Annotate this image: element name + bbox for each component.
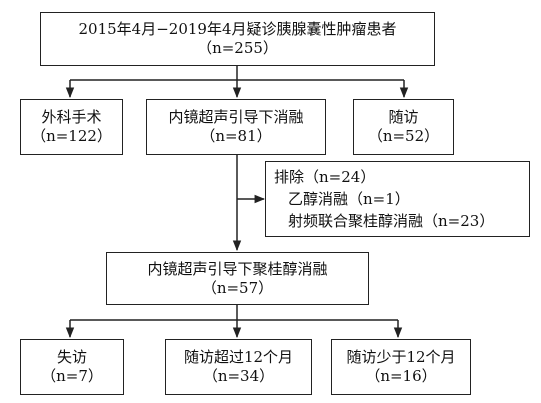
box-lost-followup: 失访 （n=7） [20,339,124,395]
box-initial-count: （n=255） [197,39,278,57]
box-under12-count: （n=16） [365,367,437,385]
box-surgery: 外科手术 （n=122） [20,99,123,155]
box-followup: 随访 （n=52） [353,99,454,155]
box-exclusion: 排除（n=24） 乙醇消融（n=1） 射频联合聚桂醇消融（n=23） [265,161,530,237]
box-eus-ablation-title: 内镜超声引导下消融 [168,108,304,126]
box-polidocanol-count: （n=57） [201,278,274,297]
box-followup-title: 随访 [388,108,419,126]
box-followup-over12: 随访超过12个月 （n=34） [165,339,312,395]
box-eus-ablation: 内镜超声引导下消融 （n=81） [146,99,326,155]
box-over12-count: （n=34） [202,367,275,385]
box-polidocanol-ablation: 内镜超声引导下聚桂醇消融 （n=57） [106,252,369,305]
exclusion-item-ethanol: 乙醇消融（n=1） [288,190,410,208]
box-followup-under12: 随访少于12个月 （n=16） [331,339,471,395]
box-lost-count: （n=7） [41,367,103,385]
box-over12-title: 随访超过12个月 [183,348,294,366]
box-initial-title: 2015年4月−2019年4月疑诊胰腺囊性肿瘤患者 [78,20,397,38]
box-followup-count: （n=52） [367,127,440,145]
exclusion-title: 排除（n=24） [274,168,376,186]
box-surgery-count: （n=122） [31,127,112,145]
box-eus-ablation-count: （n=81） [200,127,272,145]
box-polidocanol-title: 内镜超声引导下聚桂醇消融 [147,259,328,278]
box-under12-title: 随访少于12个月 [346,348,456,366]
exclusion-item-rfa: 射频联合聚桂醇消融（n=23） [288,212,495,230]
box-initial-patients: 2015年4月−2019年4月疑诊胰腺囊性肿瘤患者 （n=255） [40,12,435,66]
box-lost-title: 失访 [56,348,87,366]
box-surgery-title: 外科手术 [41,108,102,126]
